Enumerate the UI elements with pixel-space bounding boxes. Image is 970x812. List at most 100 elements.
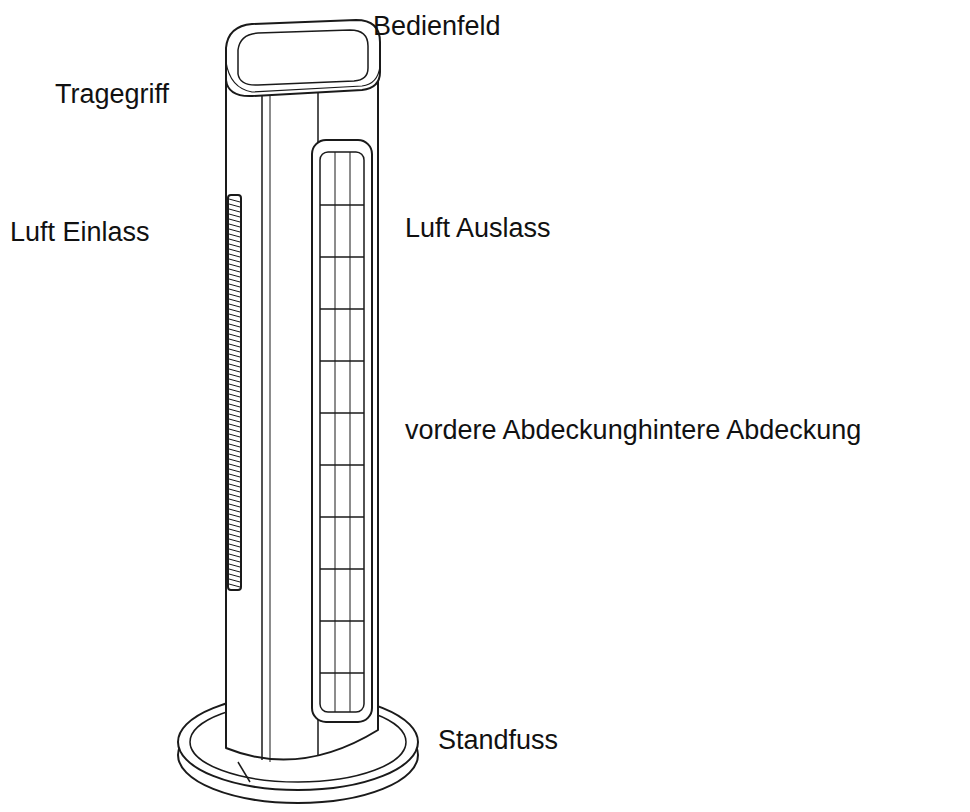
grille-line	[229, 204, 240, 207]
grille-line	[229, 344, 240, 347]
grille-line	[229, 484, 240, 487]
grille-line	[229, 219, 240, 222]
grille-line	[229, 349, 240, 352]
grille-line	[229, 529, 240, 532]
grille-line	[229, 409, 240, 412]
grille-line	[229, 284, 240, 287]
grille-line	[229, 359, 240, 362]
grille-line	[229, 269, 240, 272]
air-inlet	[228, 195, 241, 590]
part-label: Tragegriff	[55, 78, 169, 110]
grille-line	[229, 279, 240, 282]
grille-line	[229, 469, 240, 472]
part-label: vordere Abdeckunghintere Abdeckung	[405, 414, 861, 446]
grille-line	[229, 384, 240, 387]
air-outlet	[312, 140, 372, 722]
grille-line	[229, 574, 240, 577]
grille-line	[229, 314, 240, 317]
grille-line	[229, 234, 240, 237]
grille-line	[229, 354, 240, 357]
grille-line	[229, 524, 240, 527]
grille-line	[229, 404, 240, 407]
outlet-slat	[320, 204, 364, 206]
grille-line	[229, 244, 240, 247]
grille-line	[229, 379, 240, 382]
grille-line	[229, 389, 240, 392]
grille-line	[229, 419, 240, 422]
outlet-slat	[320, 516, 364, 518]
grille-line	[229, 439, 240, 442]
grille-line	[229, 414, 240, 417]
top-cap	[226, 20, 380, 96]
grille-line	[229, 224, 240, 227]
grille-line	[229, 564, 240, 567]
grille-line	[229, 239, 240, 242]
control-panel	[238, 30, 368, 85]
grille-line	[229, 299, 240, 302]
part-label: Bedienfeld	[373, 10, 501, 42]
part-label: Standfuss	[438, 724, 558, 756]
grille-line	[229, 429, 240, 432]
part-label: Luft Auslass	[405, 212, 551, 244]
grille-line	[229, 554, 240, 557]
grille-line	[229, 249, 240, 252]
outlet-slat	[320, 360, 364, 362]
grille-line	[229, 264, 240, 267]
grille-line	[229, 549, 240, 552]
outlet-slat	[320, 568, 364, 570]
outlet-slat	[320, 256, 364, 258]
grille-line	[229, 364, 240, 367]
grille-line	[229, 474, 240, 477]
outlet-slat	[320, 412, 364, 414]
grille-line	[229, 394, 240, 397]
grille-line	[229, 369, 240, 372]
grille-line	[229, 459, 240, 462]
grille-line	[229, 489, 240, 492]
grille-line	[229, 569, 240, 572]
grille-line	[229, 309, 240, 312]
grille-line	[229, 214, 240, 217]
grille-line	[229, 479, 240, 482]
grille-line	[229, 339, 240, 342]
grille-line	[229, 289, 240, 292]
grille-line	[229, 304, 240, 307]
grille-line	[229, 254, 240, 257]
grille-line	[229, 584, 240, 587]
grille-line	[229, 464, 240, 467]
outlet-slat	[320, 308, 364, 310]
grille-line	[229, 454, 240, 457]
grille-line	[229, 374, 240, 377]
outlet-slat	[320, 464, 364, 466]
grille-line	[229, 539, 240, 542]
grille-line	[229, 329, 240, 332]
grille-line	[229, 494, 240, 497]
grille-line	[229, 209, 240, 212]
part-label: Luft Einlass	[10, 216, 150, 248]
grille-line	[229, 499, 240, 502]
grille-line	[229, 559, 240, 562]
grille-line	[229, 434, 240, 437]
grille-line	[229, 229, 240, 232]
outlet-slat	[320, 672, 364, 674]
grille-line	[229, 504, 240, 507]
grille-line	[229, 274, 240, 277]
tower-body	[226, 62, 378, 760]
grille-line	[229, 544, 240, 547]
grille-line	[229, 579, 240, 582]
grille-line	[229, 334, 240, 337]
grille-line	[229, 424, 240, 427]
grille-line	[229, 444, 240, 447]
outlet-slat	[320, 620, 364, 622]
grille-line	[229, 399, 240, 402]
grille-line	[229, 509, 240, 512]
grille-line	[229, 319, 240, 322]
grille-line	[229, 514, 240, 517]
grille-line	[229, 449, 240, 452]
grille-line	[229, 259, 240, 262]
grille-line	[229, 519, 240, 522]
grille-line	[229, 294, 240, 297]
grille-line	[229, 534, 240, 537]
grille-line	[229, 324, 240, 327]
grille-line	[229, 199, 240, 202]
